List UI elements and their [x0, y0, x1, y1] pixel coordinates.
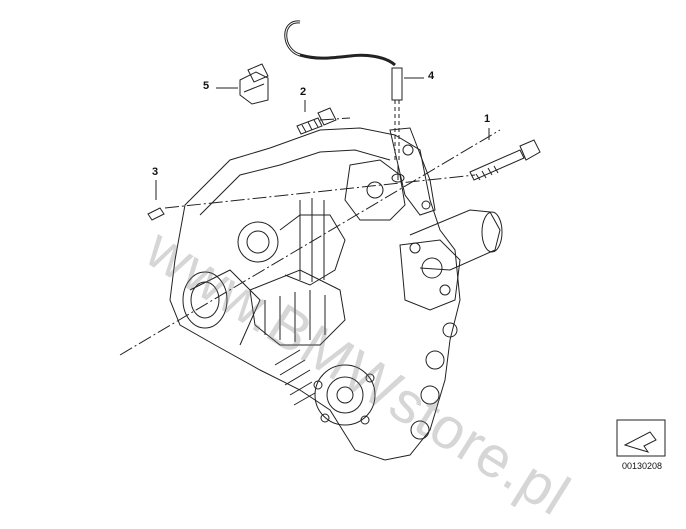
orientation-box: [616, 419, 666, 457]
transfer-case-housing: [169, 127, 461, 461]
part-1-bolt: [469, 139, 541, 181]
axis-line-bolt-1: [164, 174, 476, 209]
axis-line-main: [119, 129, 501, 356]
mounting-bracket: [389, 127, 436, 216]
axis-line-bolt-2: [319, 117, 351, 121]
actuator-motor: [399, 209, 503, 311]
callout-4: 4: [428, 70, 435, 82]
parts-diagram: www.BMWstore.pl 1 2 3 4 5 00130208: [119, 20, 666, 528]
part-3-dowel-pin: [147, 207, 165, 221]
callout-1: 1: [484, 113, 491, 125]
callout-2: 2: [300, 86, 307, 98]
callout-5: 5: [203, 80, 210, 92]
diagram-drawing: [119, 20, 666, 461]
figure-number: 00130208: [622, 461, 663, 471]
part-4-breather-hose: [284, 20, 405, 183]
callout-3: 3: [152, 166, 159, 178]
part-2-bolt: [296, 107, 337, 135]
part-5-clip: [239, 63, 269, 105]
